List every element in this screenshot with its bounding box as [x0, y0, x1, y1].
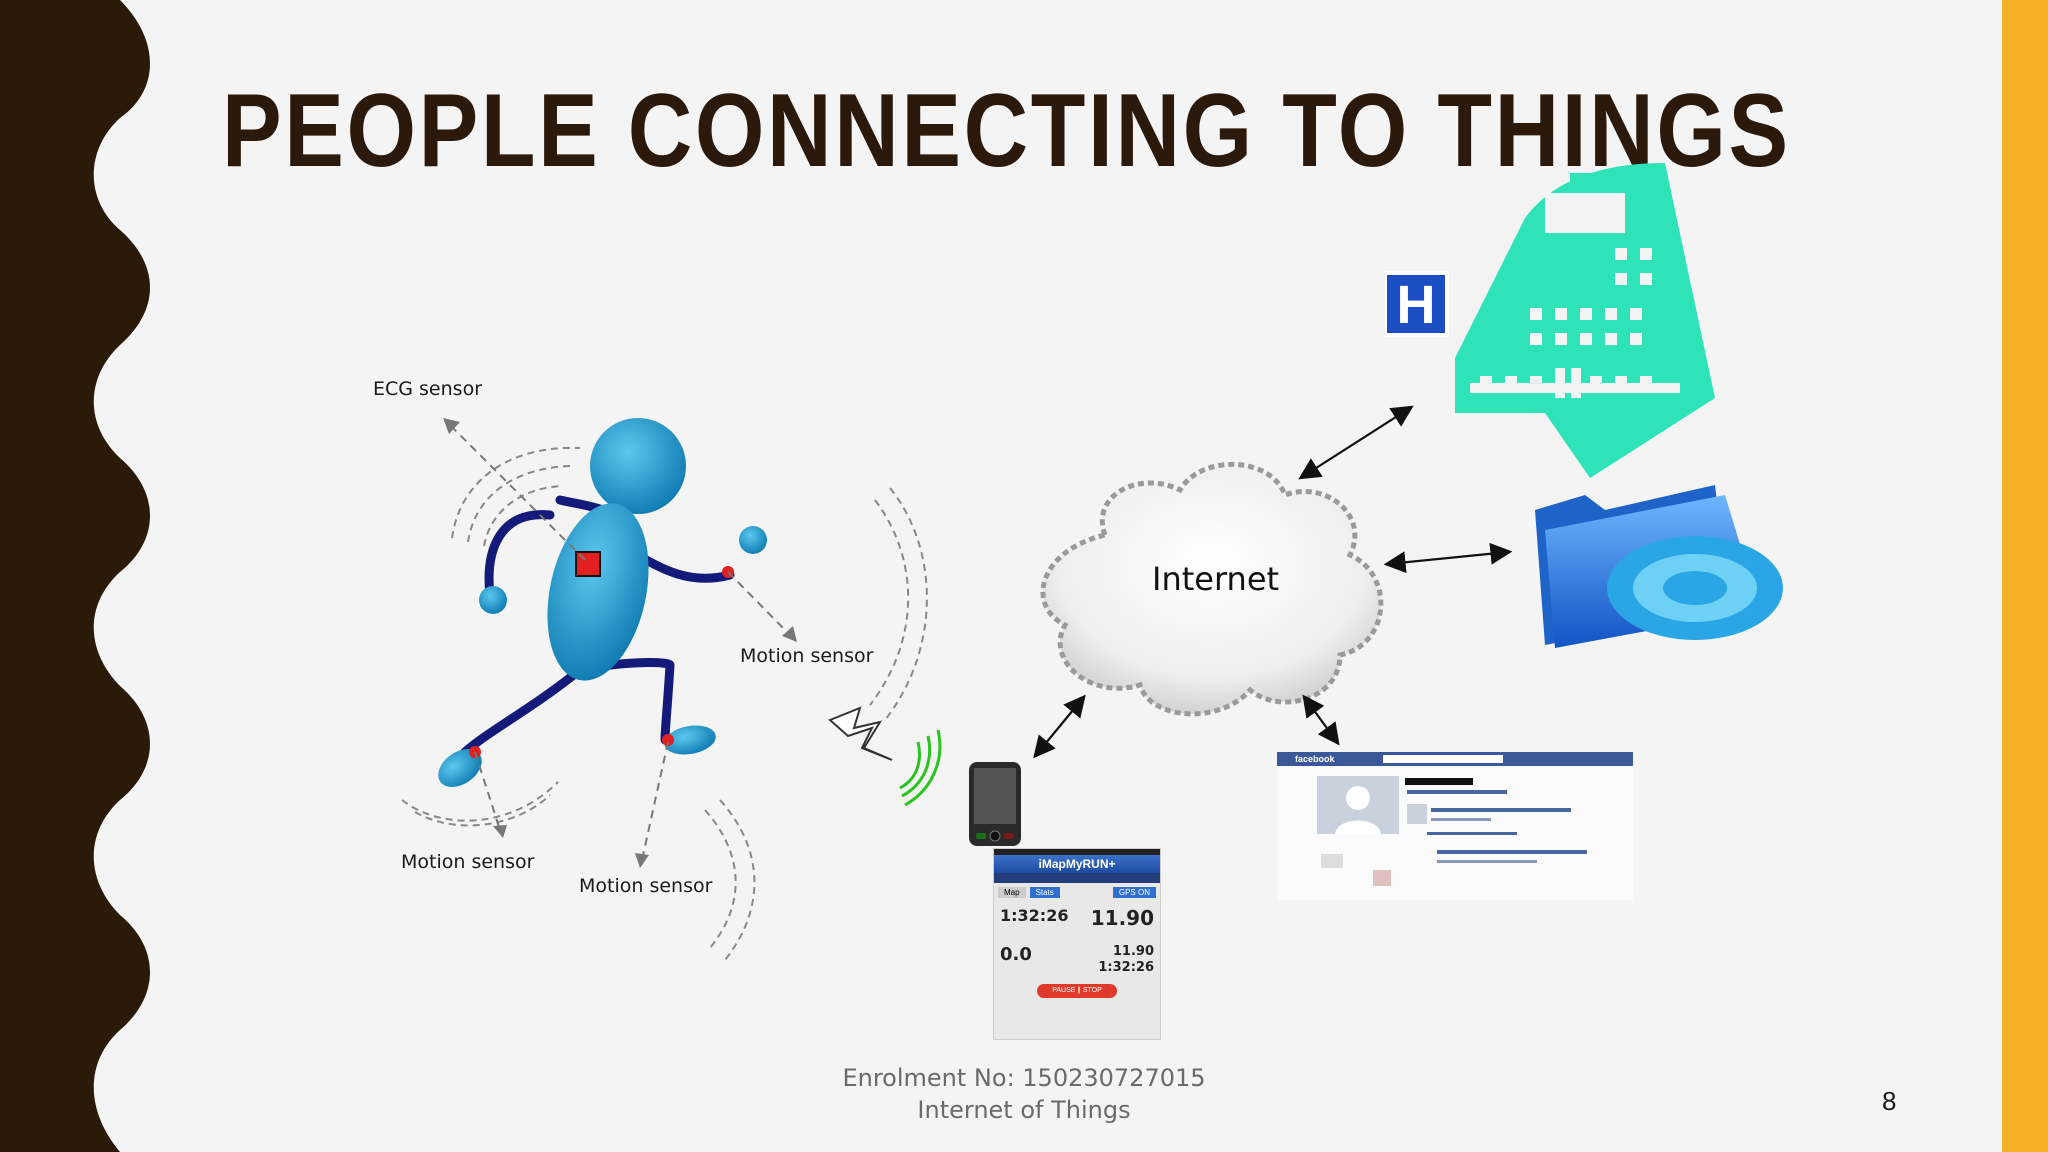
run-tracker-app-screen: iMapMyRUN+ Map Stats GPS ON 1:32:26 11.9…	[993, 848, 1161, 1040]
page-number: 8	[1882, 1086, 1897, 1116]
right-accent-band	[2002, 0, 2048, 1152]
profile-picture	[1317, 776, 1399, 834]
page-title: PEOPLE CONNECTING TO THINGS	[222, 73, 1791, 189]
arrow-cloud-folder	[1383, 542, 1513, 574]
runner-right-foot	[664, 725, 716, 755]
gear-icon	[1607, 536, 1783, 640]
runner-figure	[401, 418, 928, 961]
arrow-cloud-phone	[1033, 694, 1086, 759]
duration-small-value: 1:32:26	[1098, 960, 1154, 975]
distance-value: 11.90	[1090, 906, 1154, 930]
arrow-cloud-social	[1302, 694, 1340, 746]
app-name: iMapMyRUN+	[994, 855, 1160, 873]
left-foot-motion-sensor-label: Motion sensor	[401, 851, 535, 873]
hospital-badge-letter: H	[1397, 275, 1436, 335]
data-folder-icon	[1535, 485, 1783, 648]
right-foot-sensor-marker	[662, 734, 674, 746]
internet-cloud	[1040, 461, 1384, 717]
hospital-badge	[1385, 271, 1449, 337]
pace-value: 0.0	[1000, 944, 1032, 965]
runner-head	[590, 418, 686, 514]
social-network-screenshot: facebook	[1277, 752, 1633, 900]
social-site-name: facebook	[1295, 754, 1335, 764]
enrolment-number: Enrolment No: 150230727015	[842, 1064, 1206, 1092]
duration-value: 1:32:26	[1000, 906, 1069, 925]
signal-waves-bottom-left	[401, 781, 559, 827]
slide-footer: Enrolment No: 150230727015 Internet of T…	[700, 1062, 1348, 1126]
sensor-pointer-arrowheads	[443, 418, 797, 868]
runner-left-foot	[438, 748, 482, 788]
runner-right-hand	[739, 526, 767, 554]
left-wavy-band	[0, 0, 150, 1152]
hospital-building-icon: H	[1385, 163, 1715, 478]
tab-map[interactable]: Map	[998, 887, 1026, 898]
ecg-sensor-marker	[575, 551, 601, 577]
profile-silhouette-icon	[1335, 786, 1381, 834]
pause-stop-button[interactable]: PAUSE ∥ STOP	[1037, 984, 1117, 998]
social-search-box[interactable]	[1383, 755, 1503, 763]
course-name: Internet of Things	[917, 1096, 1131, 1124]
handheld-device-icon	[969, 762, 1021, 846]
arrow-cloud-hospital	[1298, 405, 1414, 480]
green-signal-waves	[899, 729, 942, 807]
gps-indicator: GPS ON	[1112, 887, 1156, 898]
tab-stats[interactable]: Stats	[1029, 887, 1060, 898]
signal-waves-bottom-right	[704, 799, 756, 961]
right-foot-motion-sensor-label: Motion sensor	[579, 875, 713, 897]
hand-motion-sensor-label: Motion sensor	[740, 645, 874, 667]
sensor-pointer-lines	[449, 424, 791, 861]
lightning-icon	[828, 706, 893, 761]
ecg-sensor-label: ECG sensor	[373, 378, 482, 400]
runner-left-hand	[479, 586, 507, 614]
signal-waves-right	[869, 487, 928, 721]
wireless-transmission	[828, 706, 942, 807]
internet-label: Internet	[1152, 560, 1280, 598]
signal-waves-left	[451, 446, 581, 547]
distance-small-value: 11.90	[1112, 944, 1154, 959]
